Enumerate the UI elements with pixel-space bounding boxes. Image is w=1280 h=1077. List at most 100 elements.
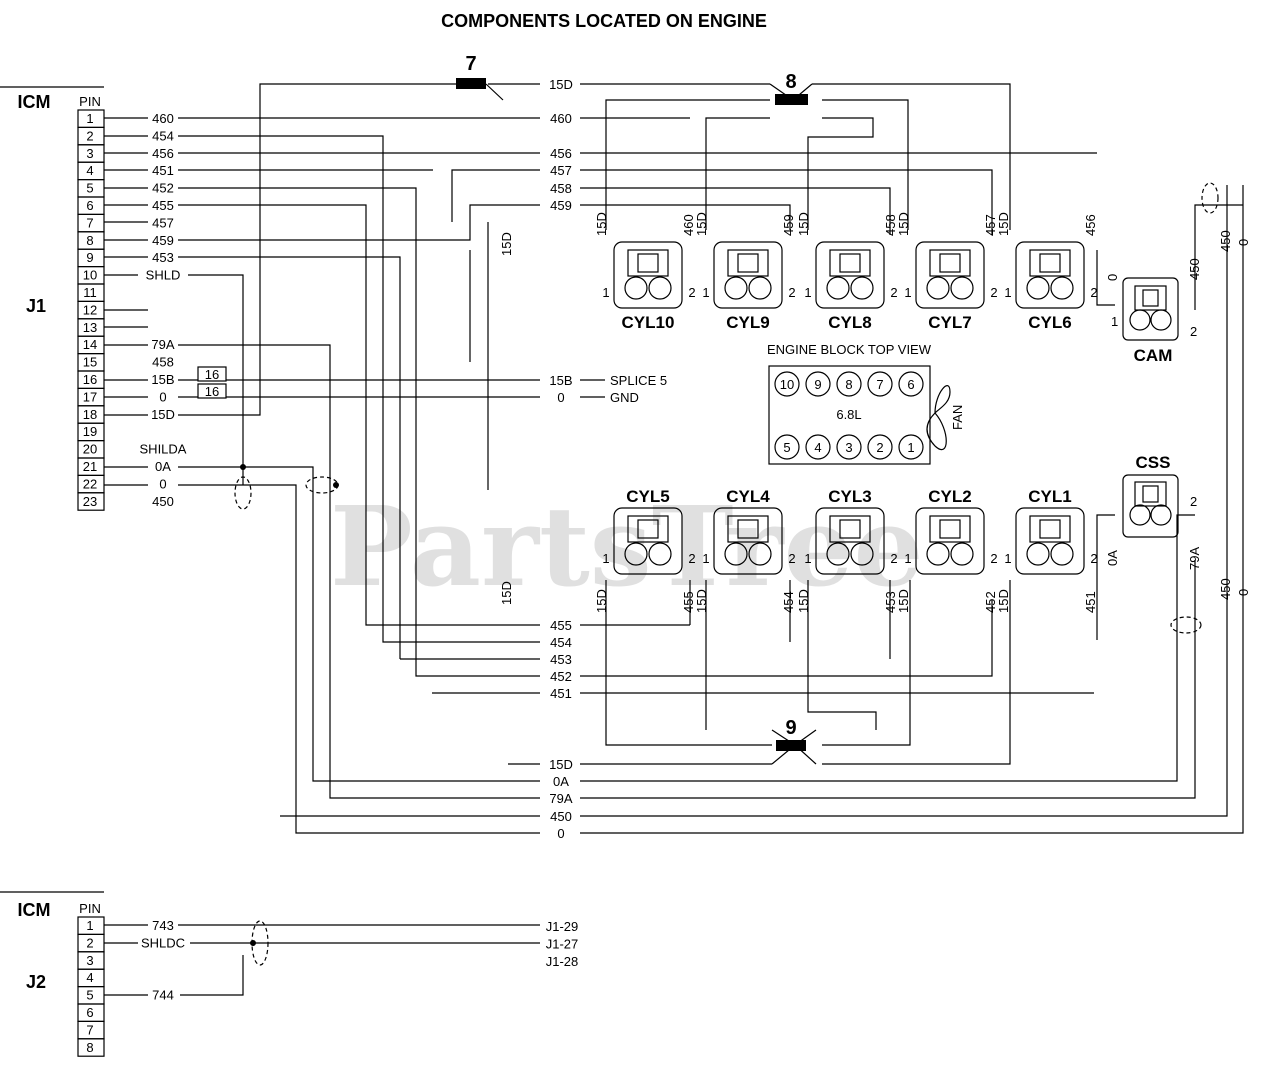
j1-wire-label: 455 bbox=[152, 198, 174, 213]
mid-wire-label: 15B bbox=[549, 373, 572, 388]
engine-cylinder-number: 5 bbox=[783, 440, 790, 455]
cylinder-label: CYL6 bbox=[1028, 313, 1071, 332]
j1-pin-number: 4 bbox=[86, 163, 93, 178]
j1-connector: ICM PIN J1 12345678910111213141516171819… bbox=[0, 86, 187, 511]
cam-pin2: 2 bbox=[1190, 324, 1197, 339]
bottom-wire-label: 453 bbox=[550, 652, 572, 667]
bottom-wire-label: 451 bbox=[550, 686, 572, 701]
engine-cylinder bbox=[836, 371, 862, 397]
j1-pin-number: 13 bbox=[83, 320, 97, 335]
j1-pin-number: 1 bbox=[86, 111, 93, 126]
j1-wire-label: 454 bbox=[152, 128, 174, 143]
engine-cylinder bbox=[898, 371, 924, 397]
cylinder-pin1: 1 bbox=[702, 551, 709, 566]
engine-cylinder-number: 7 bbox=[876, 377, 883, 392]
engine-cylinder-number: 6 bbox=[907, 377, 914, 392]
cylinder-pin1: 1 bbox=[702, 285, 709, 300]
top-wire-label: 15D bbox=[549, 77, 573, 92]
j1-pin-number: 15 bbox=[83, 355, 97, 370]
j1-wire-label: 15B bbox=[151, 372, 174, 387]
bottom-wire-label: 0 bbox=[557, 826, 564, 841]
j2-ref-label: J1-27 bbox=[546, 936, 579, 951]
cylinder-left-wire: 15D bbox=[594, 212, 609, 236]
css-right-wire: 79A bbox=[1187, 547, 1202, 570]
j1-wire-label: 460 bbox=[152, 111, 174, 126]
bottom-wire-label: 452 bbox=[550, 669, 572, 684]
fan-icon bbox=[926, 385, 951, 451]
cylinder-pin1: 1 bbox=[904, 285, 911, 300]
j1-pin-number: 16 bbox=[83, 372, 97, 387]
cylinder-right-wire: 459 bbox=[781, 214, 796, 236]
bottom-wire-label: 450 bbox=[550, 809, 572, 824]
cylinder-left-wire: 15D bbox=[796, 589, 811, 613]
cylinder-left-wire: 15D bbox=[896, 589, 911, 613]
splice-8: 8 bbox=[775, 71, 808, 105]
css-sensor: CSS 0A 79A 2 bbox=[1105, 453, 1202, 570]
j2-ref-label: J1-29 bbox=[546, 919, 579, 934]
engine-cylinder-number: 8 bbox=[845, 377, 852, 392]
cylinder-label: CYL10 bbox=[622, 313, 675, 332]
cylinder-pin2: 2 bbox=[990, 285, 997, 300]
pin-16-boxes: 16 16 bbox=[197, 366, 227, 399]
css-left-wire: 0A bbox=[1105, 550, 1120, 566]
engine-displacement: 6.8L bbox=[836, 407, 861, 422]
cam-right-wire: 450 bbox=[1187, 258, 1202, 280]
j2-pin-header: PIN bbox=[79, 901, 101, 916]
stray-15d-lower: 15D bbox=[499, 581, 514, 605]
j1-pin-number: 17 bbox=[83, 389, 97, 404]
cylinder-pin1: 1 bbox=[904, 551, 911, 566]
wire-paths bbox=[104, 83, 1244, 996]
engine-cylinder bbox=[774, 371, 800, 397]
engine-cylinder-number: 2 bbox=[876, 440, 883, 455]
splice-7-label: 7 bbox=[465, 53, 476, 75]
mid-wire-label: 0 bbox=[557, 390, 564, 405]
cylinder-right-wire: 458 bbox=[883, 214, 898, 236]
engine-cylinder-number: 4 bbox=[814, 440, 821, 455]
cylinder-right-wire: 451 bbox=[1083, 591, 1098, 613]
j1-pin-number: 21 bbox=[83, 459, 97, 474]
j1-pin-number: 7 bbox=[86, 215, 93, 230]
diagram-title: COMPONENTS LOCATED ON ENGINE bbox=[441, 11, 767, 31]
j1-wire-label: 459 bbox=[152, 233, 174, 248]
j1-pin-number: 22 bbox=[83, 476, 97, 491]
cylinder-right-wire: 460 bbox=[681, 214, 696, 236]
engine-cylinder-number: 10 bbox=[780, 377, 794, 392]
cylinder-label: CYL8 bbox=[828, 313, 871, 332]
cylinder-pin2: 2 bbox=[688, 551, 695, 566]
cylinder-left-wire: 15D bbox=[694, 212, 709, 236]
j1-wire-label: 458 bbox=[152, 355, 174, 370]
j2-pin-number: 4 bbox=[86, 970, 93, 985]
j1-pin-number: 11 bbox=[83, 285, 97, 300]
cylinder-pin2: 2 bbox=[990, 551, 997, 566]
j1-label: J1 bbox=[26, 296, 46, 316]
cam-pin1: 1 bbox=[1111, 314, 1118, 329]
cylinder-left-wire: 15D bbox=[594, 589, 609, 613]
cylinder-label: CYL5 bbox=[626, 487, 669, 506]
cylinder-left-wire: 15D bbox=[694, 589, 709, 613]
cam-label: CAM bbox=[1134, 346, 1173, 365]
j1-pin-number: 10 bbox=[83, 268, 97, 283]
cylinder-pin1: 1 bbox=[602, 285, 609, 300]
right-side-labels: 450 0 450 0 bbox=[1218, 230, 1251, 600]
j2-pin-number: 5 bbox=[86, 988, 93, 1003]
cylinder-right-wire: 454 bbox=[781, 591, 796, 613]
j2-wire-label: 744 bbox=[152, 988, 174, 1003]
j1-wire-label: 79A bbox=[151, 337, 174, 352]
engine-cylinder bbox=[774, 434, 800, 460]
j2-pin-number: 6 bbox=[86, 1005, 93, 1020]
cylinder-pin2: 2 bbox=[1090, 551, 1097, 566]
j1-pin-number: 18 bbox=[83, 407, 97, 422]
cylinder-left-wire: 15D bbox=[996, 212, 1011, 236]
j1-pin-cell bbox=[77, 492, 105, 511]
j1-pin-number: 2 bbox=[86, 128, 93, 143]
top-wire-label: 459 bbox=[550, 198, 572, 213]
